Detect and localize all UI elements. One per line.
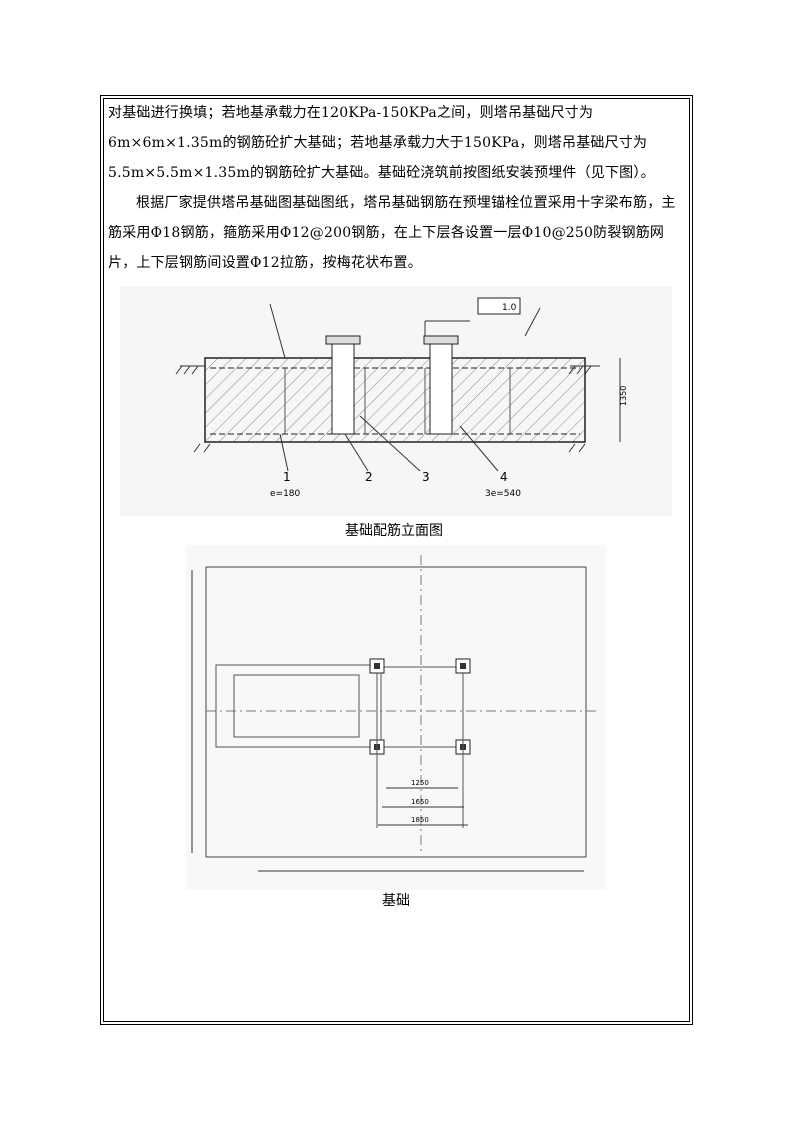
height-dim: 1350 xyxy=(619,386,628,406)
foundation-elevation-drawing: 1.0 1350 1 2 3 4 e=180 3e=540 xyxy=(120,286,672,516)
spacing-left: e=180 xyxy=(270,489,301,499)
elevation-svg: 1.0 1350 1 2 3 4 e=180 3e=540 xyxy=(175,297,628,499)
foundation-plan-drawing: 1250 1650 1850 xyxy=(186,545,606,890)
figure2-caption: 基础 xyxy=(382,893,410,909)
dim-1650: 1650 xyxy=(411,798,429,806)
spacing-right: 3e=540 xyxy=(485,489,521,499)
dim-1250: 1250 xyxy=(411,779,429,787)
callout-4: 4 xyxy=(500,470,508,484)
content-frame xyxy=(100,95,693,1025)
callout-2: 2 xyxy=(365,470,373,484)
body-text: 对基础进行换填；若地基承载力在120KPa-150KPa之间，则塔吊基础尺寸为6… xyxy=(108,98,688,278)
tolerance-label: 1.0 xyxy=(502,303,517,313)
figure1-caption: 基础配筋立面图 xyxy=(345,523,443,539)
paragraph-2: 根据厂家提供塔吊基础图基础图纸，塔吊基础钢筋在预埋锚栓位置采用十字梁布筋，主筋采… xyxy=(108,195,676,271)
plan-svg: 1250 1650 1850 xyxy=(191,555,596,872)
dim-1850: 1850 xyxy=(411,816,429,824)
callout-3: 3 xyxy=(422,470,430,484)
paragraph-1: 对基础进行换填；若地基承载力在120KPa-150KPa之间，则塔吊基础尺寸为6… xyxy=(108,105,655,181)
callout-1: 1 xyxy=(283,470,291,484)
